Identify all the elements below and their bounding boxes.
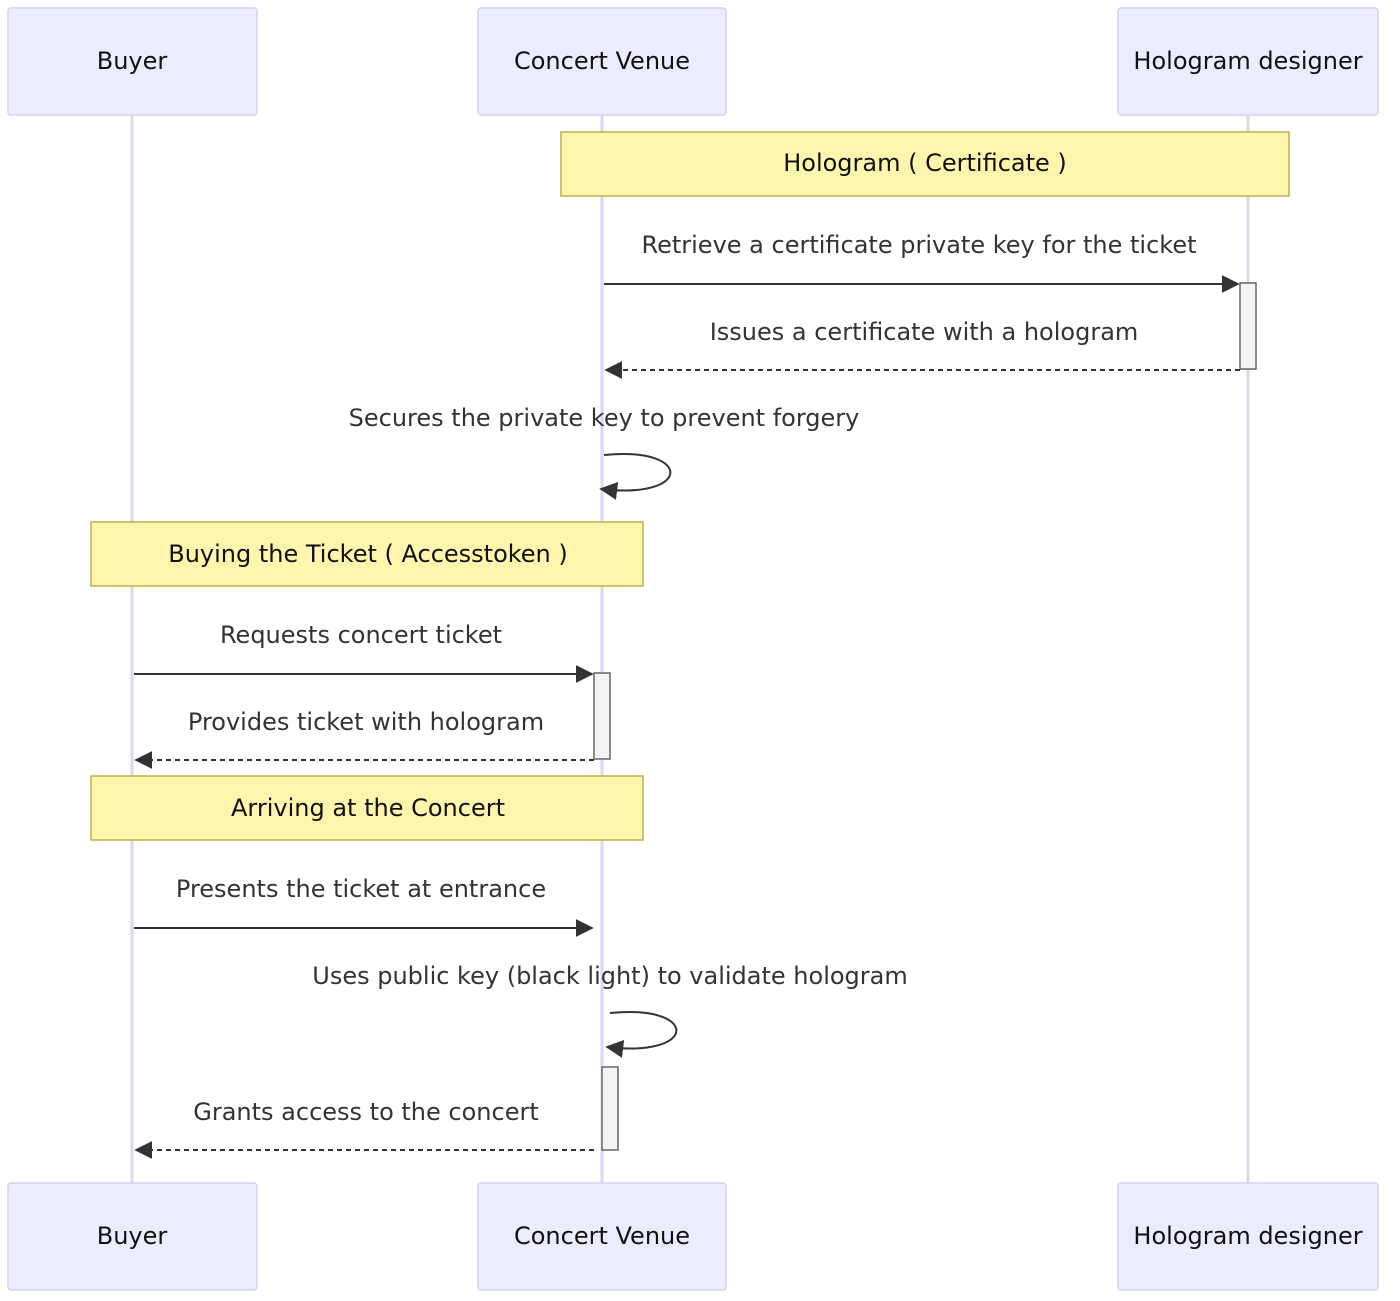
actor-label-venue: Concert Venue [514, 47, 690, 75]
actor-designer-top: Hologram designer [1117, 7, 1379, 116]
actor-label-venue-bottom: Concert Venue [514, 1222, 690, 1250]
actor-label-buyer-bottom: Buyer [97, 1222, 168, 1250]
message-label-issues-certificate: Issues a certificate with a hologram [710, 318, 1139, 346]
actor-label-designer: Hologram designer [1133, 47, 1362, 75]
message-label-validate-hologram: Uses public key (black light) to validat… [312, 962, 907, 990]
actor-label-designer-bottom: Hologram designer [1133, 1222, 1362, 1250]
message-label-retrieve-key: Retrieve a certificate private key for t… [642, 231, 1197, 259]
message-label-requests-ticket: Requests concert ticket [220, 621, 502, 649]
message-label-grants-access: Grants access to the concert [193, 1098, 539, 1126]
actor-designer-bottom: Hologram designer [1117, 1182, 1379, 1291]
actor-label-buyer: Buyer [97, 47, 168, 75]
note-buying-label: Buying the Ticket ( Accesstoken ) [168, 540, 568, 568]
note-hologram-certificate: Hologram ( Certificate ) [560, 131, 1290, 197]
note-hologram-label: Hologram ( Certificate ) [783, 149, 1067, 177]
activation-venue-ticket [593, 672, 611, 760]
activation-designer [1239, 282, 1257, 370]
message-label-presents-ticket: Presents the ticket at entrance [176, 875, 546, 903]
actor-buyer-bottom: Buyer [7, 1182, 258, 1291]
note-arriving-label: Arriving at the Concert [231, 794, 505, 822]
actor-buyer-top: Buyer [7, 7, 258, 116]
note-buying-ticket: Buying the Ticket ( Accesstoken ) [90, 521, 644, 587]
note-arriving-concert: Arriving at the Concert [90, 775, 644, 841]
message-loop-validate-hologram [605, 1011, 678, 1058]
activation-venue-validate [601, 1066, 619, 1151]
message-label-provides-ticket: Provides ticket with hologram [188, 708, 544, 736]
message-label-secures-key: Secures the private key to prevent forge… [349, 404, 860, 432]
actor-venue-top: Concert Venue [477, 7, 727, 116]
actor-venue-bottom: Concert Venue [477, 1182, 727, 1291]
message-loop-secures-key [599, 453, 672, 500]
